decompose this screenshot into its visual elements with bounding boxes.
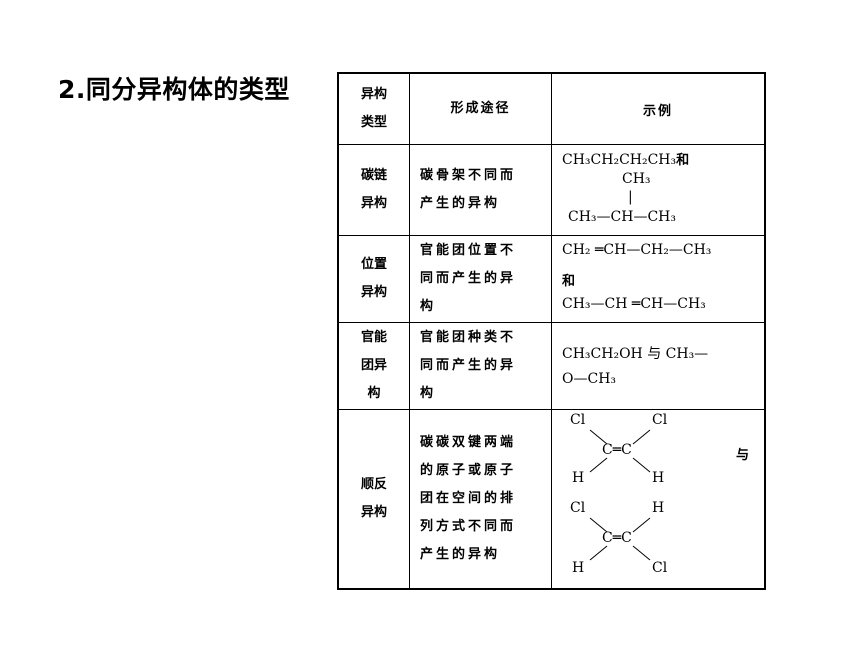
table-row: 顺反 异构 碳碳双键两端 的原子或原子 团在空间的排 列方式不同而 产生的异构 … [337,409,766,590]
row-example-carbon-chain: CH₃CH₂CH₂CH₃和 CH₃ | CH₃—CH—CH₃ [551,144,766,236]
row-type-functional-group: 官能 团异 构 [337,322,410,410]
cis-trans-bonds [589,429,651,561]
row-route-carbon-chain: 碳骨架不同而 产生的异构 [409,144,552,236]
table-row: 官能 团异 构 官能团种类不 同而产生的异 构 CH₃CH₂OH 与 CH₃— … [337,322,766,410]
row-route-position: 官能团位置不 同而产生的异 构 [409,235,552,323]
row-example-position: CH₂ ═CH—CH₂—CH₃ 和 CH₃—CH ═CH—CH₃ [551,235,766,323]
row-example-cis-trans: Cl Cl C═C H H 与 Cl H C═C H Cl [551,409,766,590]
row-route-functional-group: 官能团种类不 同而产生的异 构 [409,322,552,410]
header-route: 形成途径 [409,72,552,145]
row-example-functional-group: CH₃CH₂OH 与 CH₃— O—CH₃ [551,322,766,410]
row-type-cis-trans: 顺反 异构 [337,409,410,590]
table-row: 位置 异构 官能团位置不 同而产生的异 构 CH₂ ═CH—CH₂—CH₃ 和 … [337,235,766,323]
header-example: 示例 [551,72,766,145]
row-route-cis-trans: 碳碳双键两端 的原子或原子 团在空间的排 列方式不同而 产生的异构 [409,409,552,590]
row-type-position: 位置 异构 [337,235,410,323]
page-title: 2.同分异构体的类型 [58,75,290,104]
table-header-row: 异构 类型 形成途径 示例 [337,72,766,145]
isomer-types-table: 异构 类型 形成途径 示例 碳链 异构 碳骨架不同而 产生的异构 CH₃CH₂C… [337,72,766,590]
header-type: 异构 类型 [337,72,410,145]
row-type-carbon-chain: 碳链 异构 [337,144,410,236]
table-row: 碳链 异构 碳骨架不同而 产生的异构 CH₃CH₂CH₂CH₃和 CH₃ | C… [337,144,766,236]
